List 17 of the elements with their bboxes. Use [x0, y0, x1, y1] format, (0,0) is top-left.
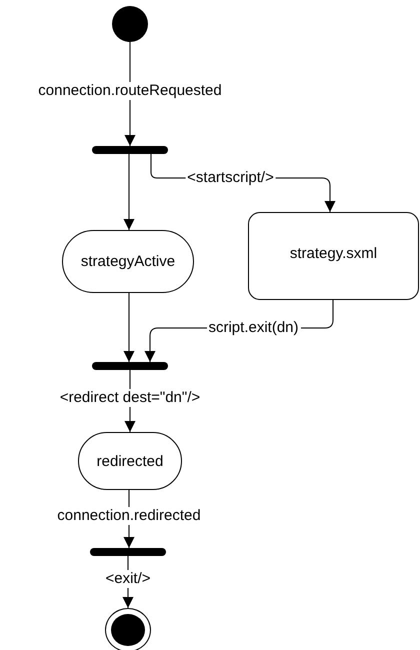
edge-label: <redirect dest="dn"/>	[58, 389, 202, 407]
transition-arrow	[124, 154, 134, 230]
edge-label: connection.redirected	[55, 507, 203, 525]
final-state	[105, 608, 151, 650]
state-name: redirected	[96, 452, 164, 470]
state-name: strategy.sxml	[290, 245, 378, 262]
edge-label: <startscript/>	[185, 169, 276, 187]
transition-arrow	[124, 292, 134, 362]
edge-label: connection.routeRequested	[36, 82, 224, 100]
initial-state	[112, 6, 148, 42]
edge-label: <exit/>	[103, 570, 153, 588]
sync-bar	[92, 362, 168, 370]
state-box	[248, 212, 419, 300]
edge-label: script.exit(dn)	[206, 319, 301, 337]
state-name: strategyActive	[80, 253, 176, 270]
sync-bar	[90, 548, 166, 556]
sync-bar	[92, 146, 168, 154]
